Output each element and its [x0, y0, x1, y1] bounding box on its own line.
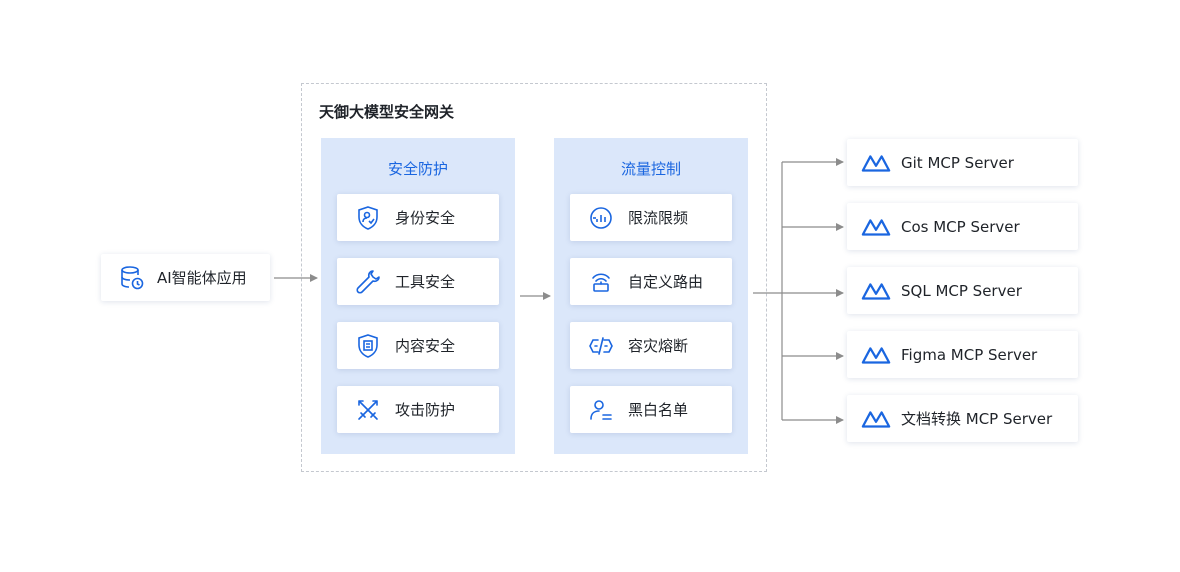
security-item-identity: 身份安全: [337, 194, 499, 241]
mcp-server-label: Cos MCP Server: [901, 217, 1020, 236]
identity-shield-icon: [353, 203, 383, 233]
security-item-content: 内容安全: [337, 322, 499, 369]
mcp-server-label: 文档转换 MCP Server: [901, 410, 1053, 428]
crossed-swords-icon: [353, 395, 383, 425]
traffic-item-rate-limit: 限流限频: [570, 194, 732, 241]
mcp-server-label: Git MCP Server: [901, 153, 1014, 172]
security-item-label: 工具安全: [395, 273, 456, 291]
security-item-label: 攻击防护: [395, 401, 456, 419]
mcp-logo-icon: [861, 404, 891, 434]
security-panel: 安全防护 身份安全 工具安全 内容安全: [321, 138, 515, 454]
mcp-server-sql: SQL MCP Server: [847, 267, 1078, 314]
security-item-label: 内容安全: [395, 337, 456, 355]
rate-limit-icon: [586, 203, 616, 233]
traffic-item-breaker: 容灾熔断: [570, 322, 732, 369]
agent-app-label: AI智能体应用: [157, 269, 247, 287]
mcp-logo-icon: [861, 340, 891, 370]
mcp-server-git: Git MCP Server: [847, 139, 1078, 186]
security-panel-title: 安全防护: [387, 160, 448, 178]
traffic-item-routing: 自定义路由: [570, 258, 732, 305]
circuit-breaker-icon: [586, 331, 616, 361]
database-agent-icon: [117, 263, 147, 293]
mcp-server-cos: Cos MCP Server: [847, 203, 1078, 250]
gateway-title: 天御大模型安全网关: [319, 103, 455, 121]
agent-app-node: AI智能体应用: [101, 254, 270, 301]
traffic-item-blacklist: 黑白名单: [570, 386, 732, 433]
traffic-item-label: 限流限频: [628, 209, 689, 227]
mcp-logo-icon: [861, 212, 891, 242]
mcp-logo-icon: [861, 148, 891, 178]
security-item-label: 身份安全: [395, 209, 456, 227]
traffic-panel-title: 流量控制: [620, 160, 681, 178]
traffic-item-label: 容灾熔断: [628, 337, 689, 355]
mcp-server-doc-convert: 文档转换 MCP Server: [847, 395, 1078, 442]
wrench-icon: [353, 267, 383, 297]
traffic-item-label: 黑白名单: [628, 401, 689, 419]
user-list-icon: [586, 395, 616, 425]
traffic-panel: 流量控制 限流限频 自定义路由: [554, 138, 748, 454]
mcp-logo-icon: [861, 276, 891, 306]
mcp-server-figma: Figma MCP Server: [847, 331, 1078, 378]
mcp-server-label: SQL MCP Server: [901, 281, 1022, 300]
mcp-server-label: Figma MCP Server: [901, 345, 1038, 364]
security-item-tool: 工具安全: [337, 258, 499, 305]
gateway-container: [301, 83, 767, 472]
security-item-attack: 攻击防护: [337, 386, 499, 433]
content-shield-icon: [353, 331, 383, 361]
traffic-item-label: 自定义路由: [628, 273, 704, 291]
router-icon: [586, 267, 616, 297]
